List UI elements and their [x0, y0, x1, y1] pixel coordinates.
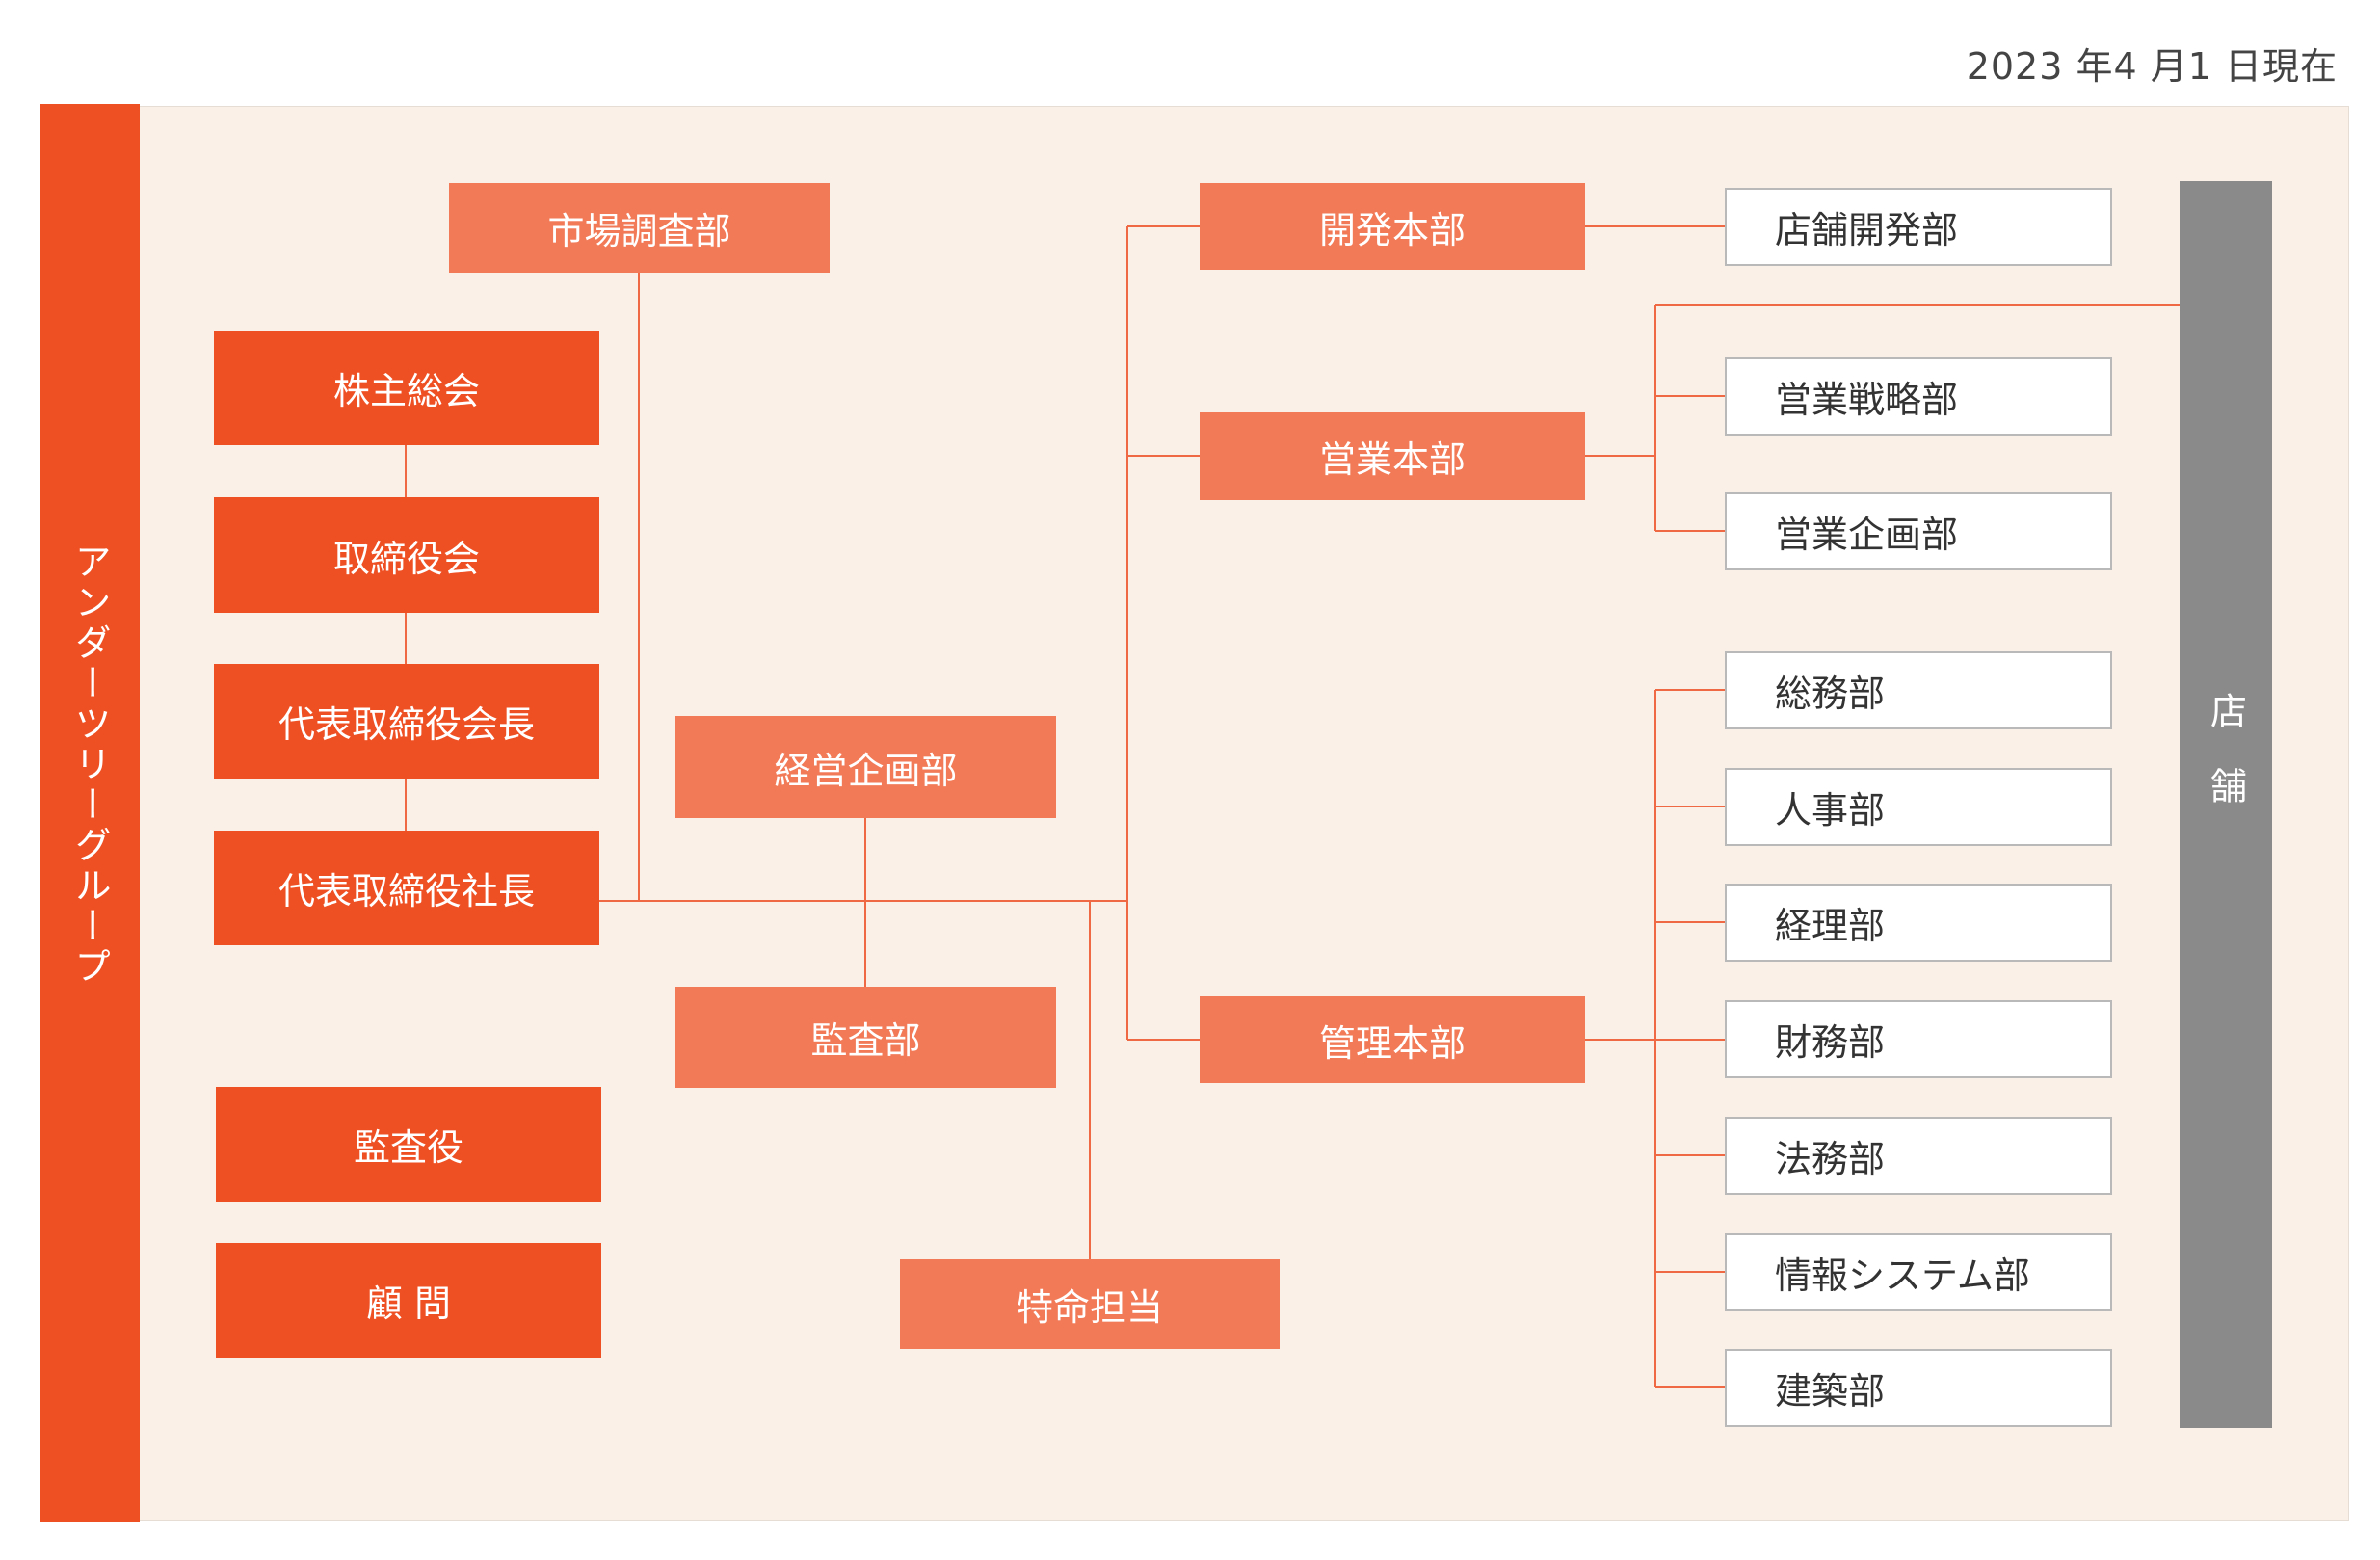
box-human-resources: 人事部 — [1725, 768, 2112, 846]
box-finance: 財務部 — [1725, 1000, 2112, 1078]
box-accounting: 経理部 — [1725, 884, 2112, 962]
box-special-assignment: 特命担当 — [900, 1259, 1280, 1349]
stores-label: 店舗 — [2204, 692, 2247, 842]
box-development-division: 開発本部 — [1200, 183, 1585, 270]
box-audit: 監査部 — [675, 987, 1056, 1088]
box-sales-division: 営業本部 — [1200, 412, 1585, 500]
box-sales-strategy: 営業戦略部 — [1725, 357, 2112, 436]
box-advisor: 顧 問 — [216, 1243, 601, 1358]
as-of-date: 2023 年4 月1 日現在 — [1966, 45, 2338, 88]
stores-bar: 店舗 — [2180, 181, 2272, 1428]
box-construction: 建築部 — [1725, 1349, 2112, 1427]
box-board: 取締役会 — [214, 497, 599, 613]
group-label: アンダーツリーグループ — [68, 542, 111, 988]
box-president: 代表取締役社長 — [214, 831, 599, 945]
box-legal: 法務部 — [1725, 1117, 2112, 1195]
box-store-development: 店舗開発部 — [1725, 188, 2112, 266]
box-information-systems: 情報システム部 — [1725, 1233, 2112, 1311]
box-sales-planning: 営業企画部 — [1725, 492, 2112, 570]
box-general-affairs: 総務部 — [1725, 651, 2112, 729]
box-corporate-planning: 経営企画部 — [675, 716, 1056, 818]
box-chairman: 代表取締役会長 — [214, 664, 599, 779]
group-bar: アンダーツリーグループ — [40, 104, 140, 1522]
box-shareholders: 株主総会 — [214, 331, 599, 445]
box-administration-division: 管理本部 — [1200, 996, 1585, 1083]
box-market-research: 市場調査部 — [449, 183, 830, 273]
box-auditor: 監査役 — [216, 1087, 601, 1202]
